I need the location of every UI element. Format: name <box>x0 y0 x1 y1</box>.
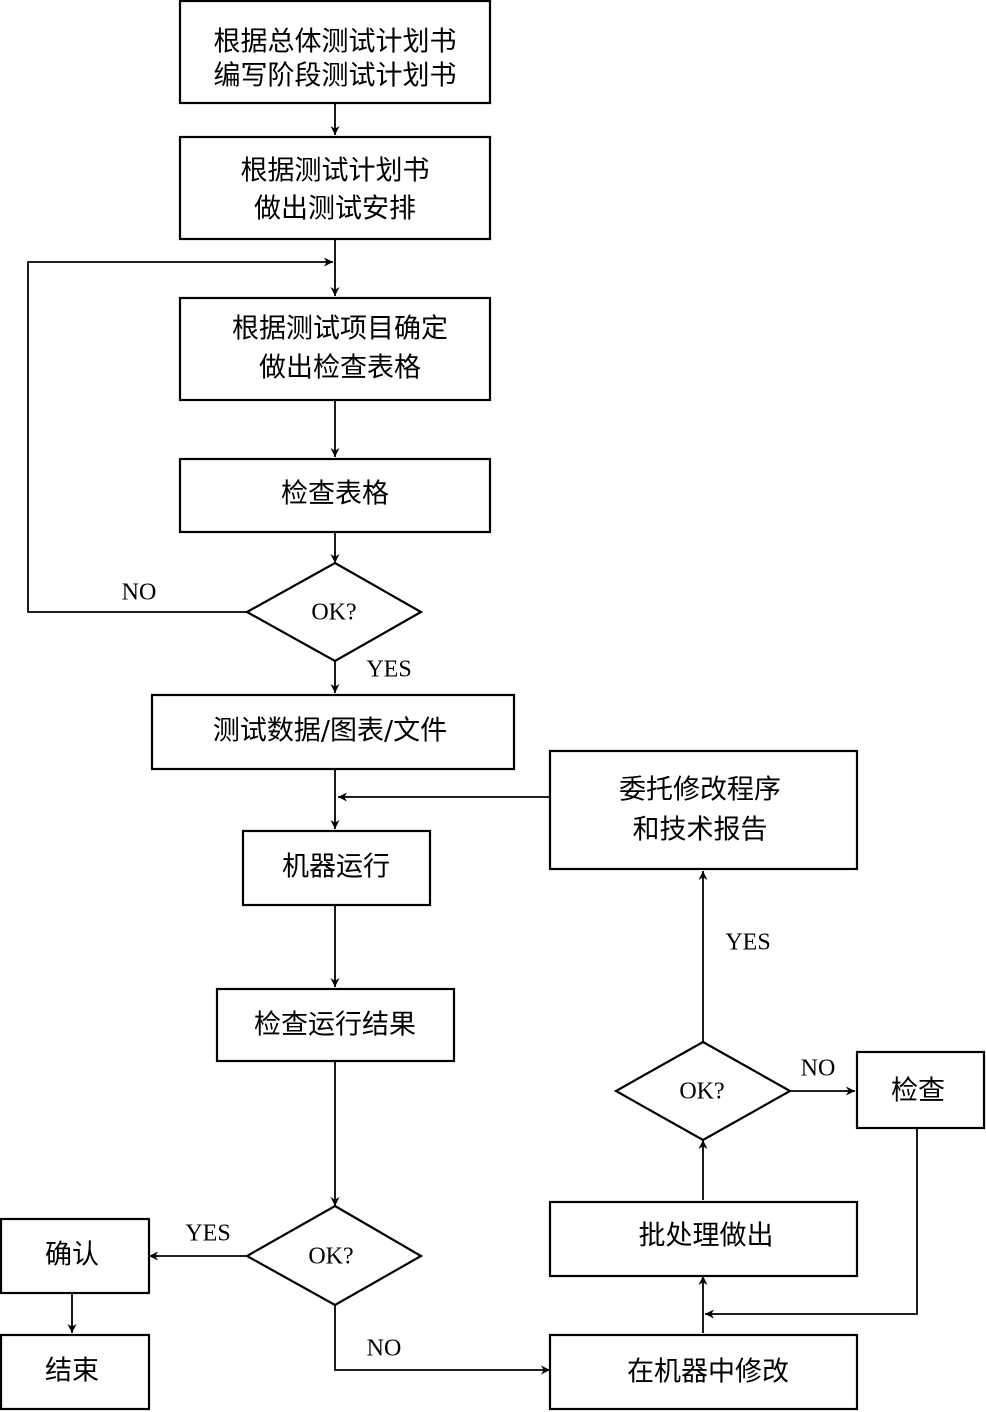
node-make-form-line1: 根据测试项目确定 <box>232 314 448 345</box>
edge-decision3-no <box>334 1305 550 1375</box>
node-commission: 委托修改程序 和技术报告 <box>548 749 859 871</box>
decision-2: OK? <box>613 1040 793 1142</box>
node-test-data: 测试数据/图表/文件 <box>150 693 516 771</box>
node-check-result: 检查运行结果 <box>215 987 456 1063</box>
node-confirm: 确认 <box>0 1217 151 1295</box>
node-confirm-label: 确认 <box>45 1240 99 1271</box>
node-make-form: 根据测试项目确定 做出检查表格 <box>178 296 492 402</box>
label-decision2-yes: YES <box>725 930 770 956</box>
node-stage-plan-line2: 编写阶段测试计划书 <box>214 61 457 92</box>
label-decision3-no: NO <box>367 1336 402 1362</box>
node-test-arrange: 根据测试计划书 做出测试安排 <box>178 135 492 241</box>
node-batch: 批处理做出 <box>548 1200 859 1278</box>
node-test-arrange-line1: 根据测试计划书 <box>241 156 430 187</box>
node-modify: 在机器中修改 <box>548 1333 859 1411</box>
label-decision2-no: NO <box>801 1056 836 1082</box>
node-machine-run-label: 机器运行 <box>282 852 390 883</box>
node-end: 结束 <box>0 1333 151 1411</box>
node-stage-plan: 根据总体测试计划书 编写阶段测试计划书 <box>178 0 492 105</box>
node-stage-plan-line1: 根据总体测试计划书 <box>214 27 457 58</box>
node-end-label: 结束 <box>45 1356 99 1387</box>
label-decision1-no: NO <box>122 580 157 606</box>
decision-1: OK? <box>244 561 424 663</box>
node-commission-line2: 和技术报告 <box>633 815 768 846</box>
node-machine-run: 机器运行 <box>241 829 432 907</box>
decision-1-label: OK? <box>311 600 356 626</box>
decision-3-label: OK? <box>308 1244 353 1270</box>
node-test-arrange-line2: 做出测试安排 <box>254 194 416 225</box>
node-check-form-label: 检查表格 <box>281 479 389 510</box>
label-decision3-yes: YES <box>185 1221 230 1247</box>
node-check-result-label: 检查运行结果 <box>254 1010 416 1041</box>
node-make-form-line2: 做出检查表格 <box>259 353 421 384</box>
connectors <box>27 103 918 1375</box>
label-decision1-yes: YES <box>366 657 411 683</box>
decision-3: OK? <box>244 1204 424 1307</box>
node-commission-line1: 委托修改程序 <box>619 775 781 806</box>
node-modify-label: 在机器中修改 <box>627 1357 789 1388</box>
node-batch-label: 批处理做出 <box>639 1221 774 1252</box>
edge-decision1-no-loop <box>27 257 333 613</box>
node-inspect: 检查 <box>855 1050 986 1130</box>
node-test-data-label: 测试数据/图表/文件 <box>213 716 447 747</box>
node-inspect-label: 检查 <box>891 1076 945 1107</box>
edge-inspect-return <box>705 1128 918 1319</box>
node-check-form: 检查表格 <box>178 457 492 534</box>
decision-2-label: OK? <box>679 1079 724 1105</box>
